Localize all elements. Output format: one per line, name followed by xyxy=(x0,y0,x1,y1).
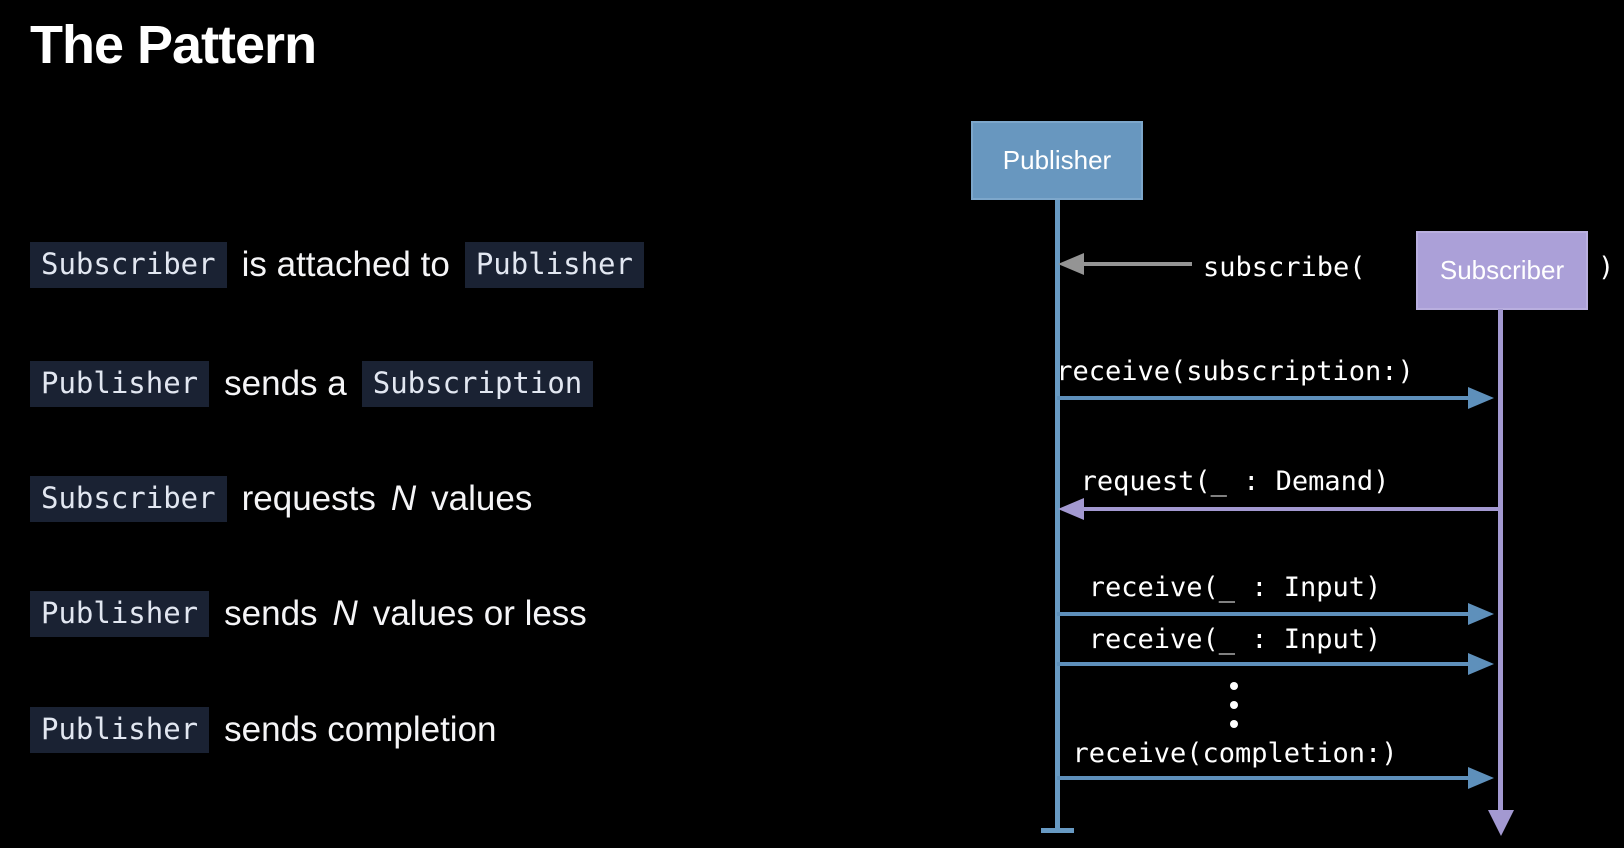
emphasis-n: N xyxy=(390,479,417,518)
message-receive-completion: receive(completion:) xyxy=(1072,738,1398,769)
subscribe-arrow-line xyxy=(1080,262,1192,266)
emphasis-n: N xyxy=(332,594,358,633)
arrow-left-icon xyxy=(1058,253,1084,275)
subscribe-label-suffix: ) xyxy=(1598,252,1615,283)
message-receive-input-1: receive(_ : Input) xyxy=(1088,572,1382,603)
publisher-lifeline xyxy=(1055,200,1060,830)
receive-input-2-arrow-line xyxy=(1057,662,1472,666)
request-demand-arrow-line xyxy=(1082,507,1500,511)
vertical-ellipsis-icon xyxy=(1230,720,1238,728)
receive-input-1-arrow-line xyxy=(1057,612,1472,616)
code-chip-subscription: Subscription xyxy=(361,361,594,407)
code-chip-publisher: Publisher xyxy=(464,242,644,288)
bullet-text: sends a xyxy=(224,364,347,403)
publisher-actor-box: Publisher xyxy=(971,121,1143,200)
subscriber-actor-box: Subscriber xyxy=(1416,231,1588,310)
arrow-right-icon xyxy=(1468,767,1494,789)
bullet-text: sends xyxy=(224,594,318,633)
code-chip-publisher: Publisher xyxy=(30,361,210,407)
bullet-publisher-sends-values: Publisher sends N values or less xyxy=(30,591,587,637)
code-chip-publisher: Publisher xyxy=(30,707,210,753)
bullet-text: values or less xyxy=(372,594,587,633)
arrow-right-icon xyxy=(1468,387,1494,409)
vertical-ellipsis-icon xyxy=(1230,682,1238,690)
bullet-text: is attached to xyxy=(241,245,450,284)
vertical-ellipsis-icon xyxy=(1230,701,1238,709)
arrow-left-icon xyxy=(1058,498,1084,520)
message-receive-input-2: receive(_ : Input) xyxy=(1088,624,1382,655)
bullet-text: values xyxy=(431,479,533,518)
page-title: The Pattern xyxy=(30,15,317,75)
receive-completion-arrow-line xyxy=(1057,776,1472,780)
arrow-right-icon xyxy=(1468,603,1494,625)
subscriber-lifeline-arrow-icon xyxy=(1488,810,1514,836)
receive-subscription-arrow-line xyxy=(1057,396,1472,400)
arrow-right-icon xyxy=(1468,653,1494,675)
publisher-lifeline-endcap xyxy=(1041,828,1074,833)
bullet-publisher-sends-completion: Publisher sends completion xyxy=(30,707,497,753)
bullet-publisher-sends-subscription: Publisher sends a Subscription xyxy=(30,361,594,407)
subscribe-label-prefix: subscribe( xyxy=(1203,252,1366,283)
bullet-subscriber-attached: Subscriber is attached to Publisher xyxy=(30,242,644,288)
bullet-text: sends completion xyxy=(224,710,497,749)
subscriber-lifeline xyxy=(1498,309,1503,812)
bullet-text: requests xyxy=(241,479,376,518)
code-chip-subscriber: Subscriber xyxy=(30,476,227,522)
code-chip-publisher: Publisher xyxy=(30,591,210,637)
bullet-subscriber-requests: Subscriber requests N values xyxy=(30,476,532,522)
message-request-demand: request(_ : Demand) xyxy=(1080,466,1390,497)
code-chip-subscriber: Subscriber xyxy=(30,242,227,288)
message-receive-subscription: receive(subscription:) xyxy=(1056,356,1414,387)
